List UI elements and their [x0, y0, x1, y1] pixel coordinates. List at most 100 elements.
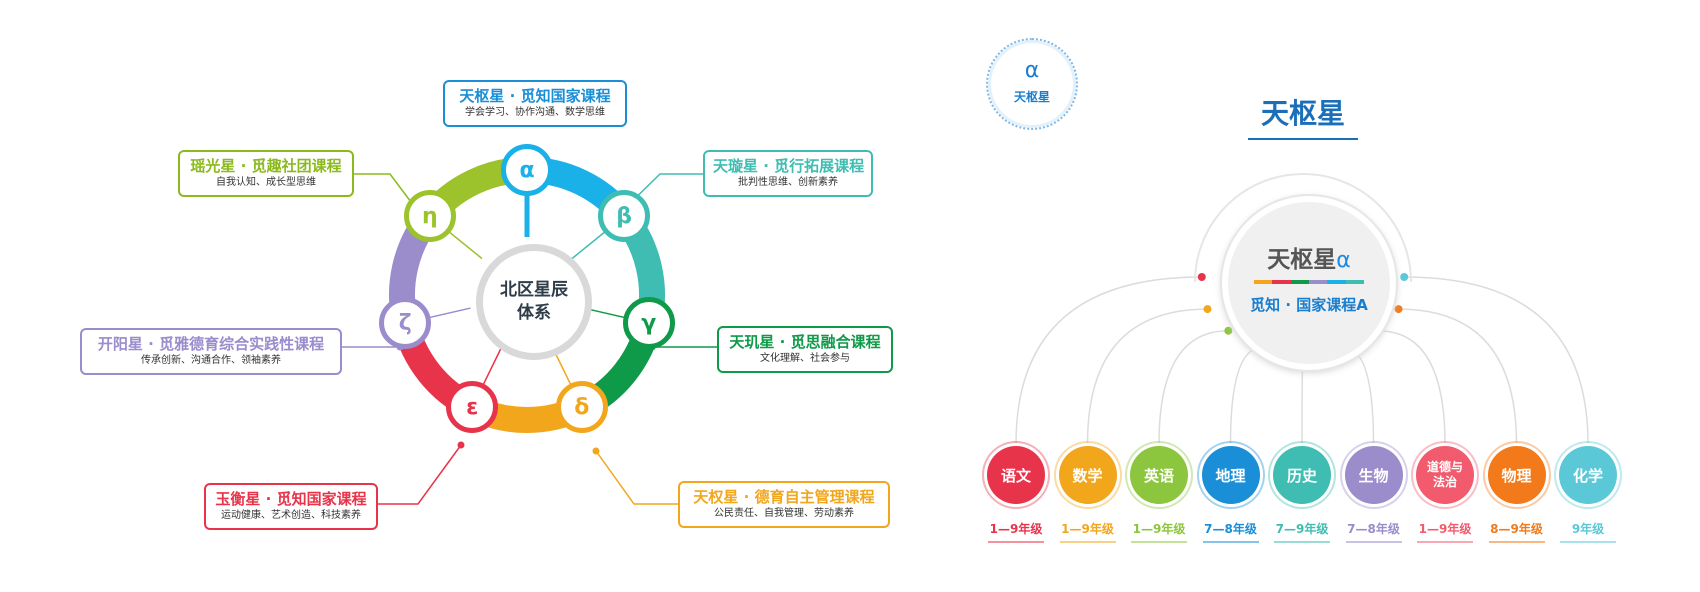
- subject-name: 化学: [1572, 466, 1603, 485]
- subject-circle: 地理: [1201, 446, 1260, 504]
- course-box: 天玑星 · 觅思融合课程文化理解、社会参与: [717, 326, 893, 373]
- subject-circle: 生物: [1344, 446, 1403, 504]
- ring-node: β: [598, 190, 651, 243]
- branch-dot: [1394, 305, 1403, 314]
- subject-name: 英语: [1143, 466, 1174, 485]
- ring-node: ε: [446, 381, 499, 434]
- subject-name: 数学: [1072, 466, 1103, 485]
- subject-name: 历史: [1286, 466, 1317, 485]
- subject-circle: 语文: [987, 446, 1045, 504]
- subject-grade-text: 1—9年级: [1132, 522, 1186, 536]
- subject-name: 道德与法治: [1427, 460, 1464, 489]
- subject-circle: 数学: [1058, 446, 1117, 504]
- center-symbol: α: [1336, 248, 1351, 273]
- course-box-title: 天璇星 · 觅行拓展课程: [713, 157, 865, 175]
- center-name: 天枢星α: [1228, 240, 1390, 274]
- course-box: 天枢星 · 觅知国家课程学会学习、协作沟通、数学思维: [443, 80, 627, 127]
- course-box-title: 天权星 · 德育自主管理课程: [693, 488, 875, 506]
- branch-dot: [1400, 273, 1409, 281]
- color-bar-segment: [1290, 280, 1309, 284]
- section-title: 天枢星: [1248, 92, 1358, 140]
- subject-grade: 7—8年级: [1191, 520, 1271, 543]
- course-box-subtitle: 文化理解、社会参与: [760, 353, 850, 364]
- subject-grade-text: 1—9年级: [1418, 522, 1472, 536]
- center-subtitle: 觅知 · 国家课程A: [1250, 296, 1368, 314]
- subject-grade: 1—9年级: [1405, 520, 1485, 543]
- course-box-subtitle: 运动健康、艺术创造、科技素养: [221, 510, 361, 521]
- subject-name: 语文: [1000, 466, 1031, 485]
- subject-name: 物理: [1501, 466, 1532, 485]
- grade-underline: [1560, 541, 1616, 543]
- grade-underline: [1131, 541, 1187, 543]
- center-course-circle: 天枢星α 觅知 · 国家课程A: [1222, 196, 1396, 370]
- subject-circle: 物理: [1487, 446, 1546, 504]
- subject-circle: 道德与法治: [1416, 446, 1474, 504]
- grade-underline: [1345, 541, 1402, 543]
- course-box-subtitle: 公民责任、自我管理、劳动素养: [714, 508, 854, 519]
- subject-branch: [1015, 276, 1202, 445]
- subject-grade: 7—9年级: [1262, 520, 1342, 543]
- course-box-title: 天玑星 · 觅思融合课程: [729, 333, 881, 351]
- grade-underline: [988, 541, 1044, 543]
- course-box: 玉衡星 · 觅知国家课程运动健康、艺术创造、科技素养: [204, 483, 378, 530]
- course-box: 天璇星 · 觅行拓展课程批判性思维、创新素养: [703, 150, 873, 197]
- leader-line: [378, 444, 462, 505]
- course-box-subtitle: 批判性思维、创新素养: [738, 177, 838, 188]
- course-box-subtitle: 传承创新、沟通合作、领袖素养: [141, 355, 281, 366]
- color-bar-segment: [1272, 280, 1291, 284]
- ring-node: δ: [555, 381, 608, 434]
- course-box-title: 天枢星 · 觅知国家课程: [459, 87, 611, 105]
- subject-grade-text: 7—8年级: [1347, 522, 1400, 536]
- subject-branch: [1086, 308, 1208, 445]
- course-box-title: 开阳星 · 觅雅德育综合实践性课程: [97, 335, 325, 353]
- course-box-subtitle: 自我认知、成长型思维: [216, 177, 316, 188]
- course-box-subtitle: 学会学习、协作沟通、数学思维: [465, 107, 605, 118]
- course-box: 开阳星 · 觅雅德育综合实践性课程传承创新、沟通合作、领袖素养: [80, 328, 342, 375]
- ring-node: α: [501, 144, 553, 196]
- ring-node: γ: [622, 297, 675, 350]
- subject-name: 地理: [1215, 466, 1246, 485]
- subject-grade-text: 9年级: [1571, 522, 1605, 536]
- subject-name: 生物: [1358, 466, 1389, 485]
- course-box-title: 玉衡星 · 觅知国家课程: [215, 490, 367, 508]
- subject-grade-text: 1—9年级: [1061, 522, 1114, 536]
- subject-grade: 9年级: [1548, 520, 1628, 543]
- subject-grade: 1—9年级: [976, 520, 1056, 543]
- subject-grade: 7—8年级: [1334, 520, 1414, 543]
- grade-underline: [1417, 541, 1473, 543]
- branch-dot: [1197, 273, 1206, 281]
- subject-circle: 化学: [1559, 446, 1617, 504]
- subject-grade-text: 7—8年级: [1204, 522, 1257, 536]
- leader-dot: [457, 441, 465, 449]
- grade-underline: [1488, 541, 1545, 543]
- subject-grade-text: 1—9年级: [989, 522, 1043, 536]
- subject-branch: [1301, 358, 1304, 445]
- subject-grade: 1—9年级: [1119, 520, 1199, 543]
- center-outer-arc: [1194, 173, 1412, 283]
- subject-branch: [1404, 276, 1589, 445]
- course-box: 天权星 · 德育自主管理课程公民责任、自我管理、劳动素养: [678, 481, 890, 528]
- subject-grade-text: 8—9年级: [1490, 522, 1543, 536]
- leader-line: [595, 450, 678, 505]
- hub-circle: 北区星辰体系: [476, 244, 592, 360]
- subject-branch: [1158, 329, 1229, 445]
- leader-dot: [592, 447, 600, 455]
- color-bar-segment: [1308, 280, 1328, 284]
- color-bars: [1254, 280, 1364, 284]
- subject-branch: [1229, 347, 1262, 445]
- color-bar-segment: [1254, 280, 1273, 284]
- color-bar-segment: [1327, 280, 1346, 284]
- subject-circle: 英语: [1130, 446, 1188, 504]
- badge-symbol: α: [1024, 58, 1040, 83]
- ring-node: ζ: [379, 297, 432, 350]
- subject-branch: [1398, 308, 1518, 445]
- hub-label: 北区星辰体系: [500, 280, 568, 323]
- branch-dot: [1224, 326, 1233, 335]
- alpha-badge: α 天枢星: [986, 38, 1078, 130]
- grade-underline: [1202, 541, 1259, 543]
- subject-branch: [1377, 329, 1446, 445]
- subject-branch: [1344, 347, 1375, 445]
- subject-grade-text: 7—9年级: [1275, 522, 1329, 536]
- grade-underline: [1274, 541, 1330, 543]
- subject-grade: 1—9年级: [1048, 520, 1128, 543]
